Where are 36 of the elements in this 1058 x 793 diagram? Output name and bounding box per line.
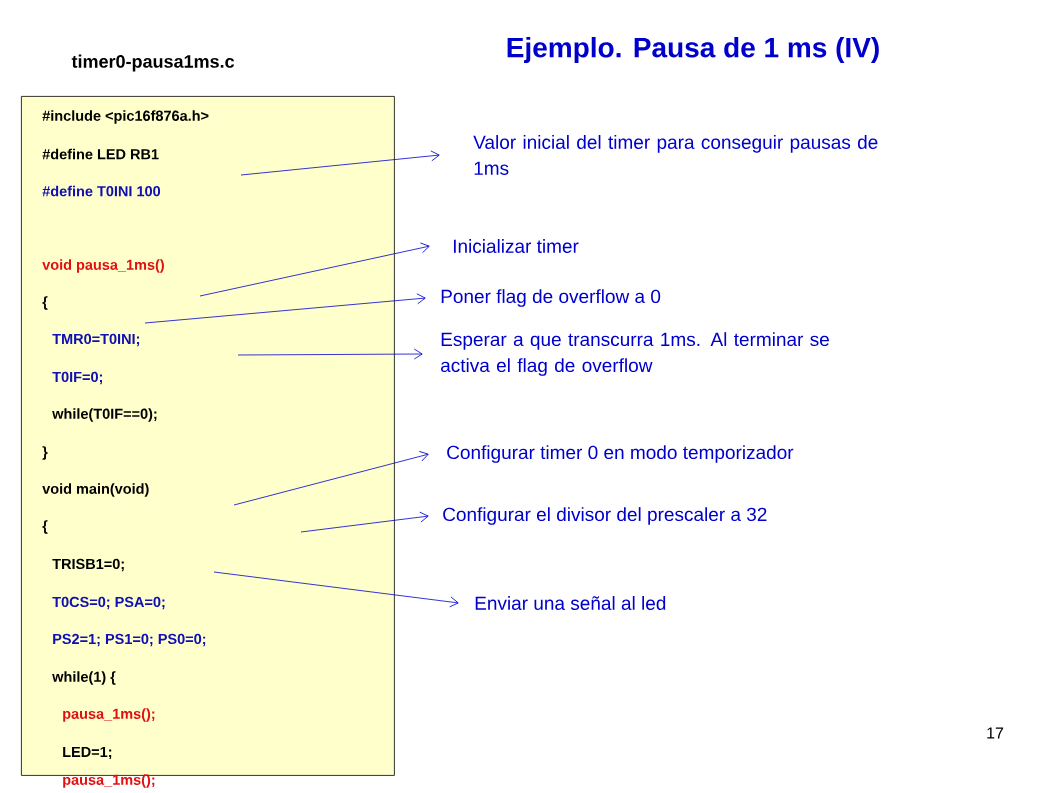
annotation-text: Poner flag de overflow a 0 xyxy=(441,289,661,307)
code-line: #include <pic16f876a.h> xyxy=(42,110,209,124)
annotation-text: Enviar una señal al led xyxy=(475,596,666,610)
code-line: void main(void) xyxy=(42,483,149,497)
code-line: T0IF=0; xyxy=(52,371,102,385)
code-line: pausa_1ms(); xyxy=(63,708,155,722)
annotation-text: Valor inicial del timer para conseguir pausas de 1ms xyxy=(473,135,878,175)
annotation-text: Inicializar timer xyxy=(453,239,579,253)
arrow xyxy=(240,150,440,176)
arrow xyxy=(233,451,429,506)
code-line: LED=1; xyxy=(63,746,112,760)
code-line: { xyxy=(42,520,48,534)
file-name: timer0-pausa1ms.c xyxy=(71,54,235,72)
arrow xyxy=(237,348,423,360)
code-line: #define LED RB1 xyxy=(42,148,159,160)
code-box xyxy=(21,96,395,776)
code-line: while(T0IF==0); xyxy=(52,408,157,422)
code-line: } xyxy=(42,446,48,460)
arrow xyxy=(199,242,430,297)
code-line: PS2=1; PS1=0; PS0=0; xyxy=(53,633,206,647)
annotation-text: Configurar timer 0 en modo temporizador xyxy=(447,445,794,463)
code-line: void pausa_1ms() xyxy=(42,259,164,273)
code-line: #define T0INI 100 xyxy=(42,185,161,197)
annotation-text: Configurar el divisor del prescaler a 32 xyxy=(443,507,767,525)
arrow xyxy=(144,293,426,324)
code-line: TMR0=T0INI; xyxy=(52,333,140,347)
code-line: TRISB1=0; xyxy=(52,558,124,572)
arrow xyxy=(213,571,459,608)
code-line: pausa_1ms(); xyxy=(63,774,155,788)
code-line: { xyxy=(42,296,48,310)
arrow xyxy=(300,511,429,533)
code-line: while(1) { xyxy=(52,671,116,685)
slide-title: Ejemplo. Pausa de 1 ms (IV) xyxy=(507,36,879,64)
page-number: 17 xyxy=(987,727,1004,739)
annotation-text: Esperar a que transcurra 1ms. Al terminar se activa el flag de overflow xyxy=(441,332,829,376)
code-line: T0CS=0; PSA=0; xyxy=(52,596,165,610)
